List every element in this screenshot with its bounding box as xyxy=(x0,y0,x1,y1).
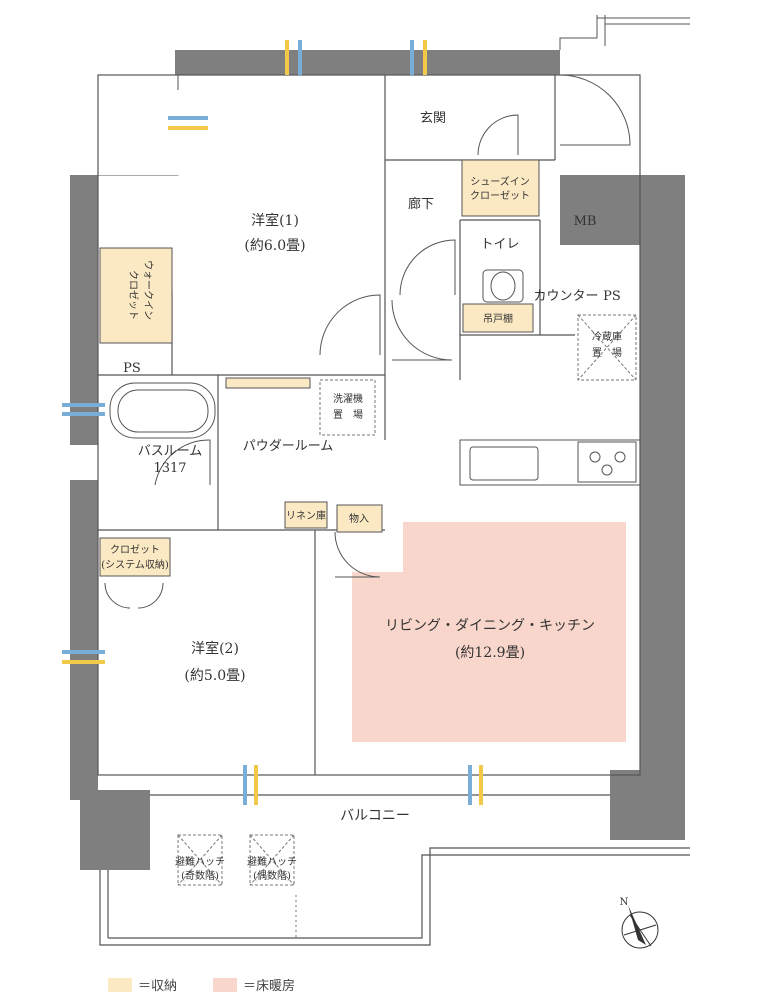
north-label: N xyxy=(620,897,629,908)
kitchen-counter xyxy=(459,439,641,486)
hatch-even-label-2: (偶数階) xyxy=(253,869,291,882)
legend-storage-swatch xyxy=(108,977,132,992)
ps-kitchen-label: PS xyxy=(603,289,621,304)
walkin-closet xyxy=(99,247,173,344)
hallway-label: 廊下 xyxy=(408,196,434,212)
ps-left-label: PS xyxy=(123,361,141,376)
bathroom-name: バスルーム xyxy=(138,444,203,459)
window-vent-icons xyxy=(62,40,483,805)
powder-shelf xyxy=(225,377,311,389)
door-swings xyxy=(104,74,631,609)
hatch-even-label-1: 避難ハッチ xyxy=(247,855,297,868)
fridge-label-2: 置 場 xyxy=(592,346,622,359)
closet-label-1: クロゼット xyxy=(110,544,160,556)
storage-areas xyxy=(99,159,540,577)
hanging-shelf xyxy=(462,303,534,333)
linen-storage xyxy=(284,501,328,529)
western2-name: 洋室(2) xyxy=(191,640,239,657)
shoe-closet-label-1: シューズイン xyxy=(470,175,530,188)
legend-floor-heating-label: ＝床暖房 xyxy=(243,979,296,994)
hanging-shelf-label: 吊戸棚 xyxy=(483,312,513,325)
mb-label: MB xyxy=(574,214,597,229)
toilet-fixture xyxy=(482,269,524,303)
western1-name: 洋室(1) xyxy=(251,212,299,229)
balcony xyxy=(99,794,690,946)
washer-label-1: 洗濯機 xyxy=(333,392,363,405)
legend-storage-label: ＝収納 xyxy=(138,979,178,994)
bathroom-size: 1317 xyxy=(153,461,186,476)
entrance-label: 玄関 xyxy=(420,111,446,126)
legend: ＝収納 ＝床暖房 xyxy=(108,975,331,994)
ldk-size: (約12.9畳) xyxy=(455,645,525,661)
legend-storage: ＝収納 xyxy=(108,975,177,994)
room-labels: 洋室(1) (約6.0畳) 洋室(2) (約5.0畳) リビング・ダイニング・キ… xyxy=(101,111,622,882)
exterior-walls xyxy=(70,50,685,870)
toilet-label: トイレ xyxy=(480,237,519,252)
walkin-label-2: クロゼット xyxy=(127,270,139,320)
placeholder-boxes xyxy=(177,314,637,886)
storage-small-label: 物入 xyxy=(349,512,369,525)
washer-label-2: 置 場 xyxy=(333,408,363,421)
closet-system xyxy=(99,537,171,577)
legend-floor-heating-swatch xyxy=(213,977,238,992)
hatch-odd-label-2: (奇数階) xyxy=(181,869,219,882)
shoe-closet xyxy=(461,159,540,217)
closet-label-2: (システム収納) xyxy=(101,558,169,571)
fridge-label-1: 冷蔵庫 xyxy=(592,330,622,343)
linen-label: リネン庫 xyxy=(286,509,326,522)
ldk-name: リビング・ダイニング・キッチン xyxy=(385,618,595,634)
shoe-closet-label-2: クローゼット xyxy=(470,190,530,202)
interior-outline xyxy=(97,74,641,776)
compass-icon: N xyxy=(620,897,659,949)
upper-balcony-rail xyxy=(559,15,690,50)
western2-size: (約5.0畳) xyxy=(184,668,245,684)
counter-label: カウンター xyxy=(533,289,598,304)
bathtub xyxy=(109,382,216,439)
powder-label: パウダールーム xyxy=(243,439,334,454)
western1-size: (約6.0畳) xyxy=(244,238,305,254)
floor-heating-area xyxy=(352,522,626,742)
hatch-odd-label-1: 避難ハッチ xyxy=(175,855,225,868)
legend-floor-heating: ＝床暖房 xyxy=(213,975,295,994)
storage-small xyxy=(336,504,383,533)
walkin-label-1: ウォークイン xyxy=(142,260,154,320)
balcony-label: バルコニー xyxy=(340,808,410,824)
